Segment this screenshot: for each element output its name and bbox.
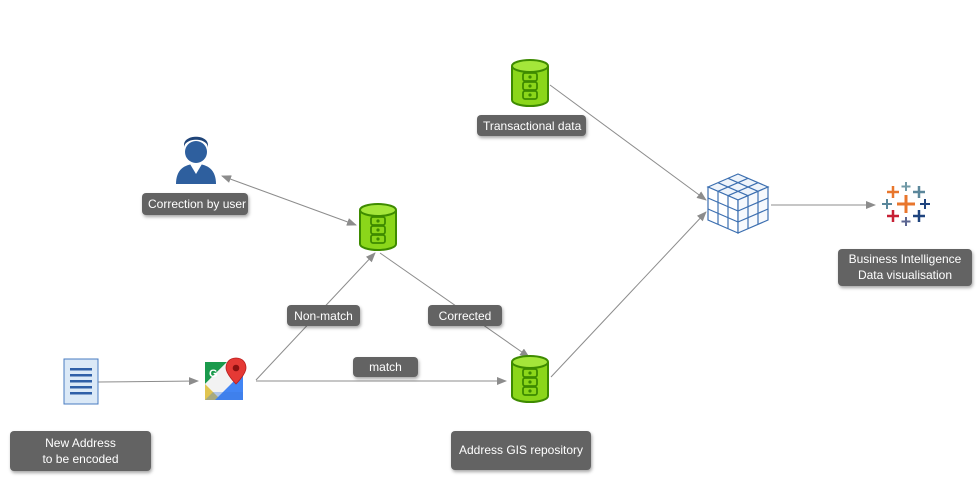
match-text: match (369, 360, 402, 374)
gis-repository-text: Address GIS repository (458, 443, 584, 457)
edge-address-to-maps (97, 377, 199, 386)
new-address-label: New Address to be encoded (10, 431, 151, 471)
non-match-text: Non-match (294, 309, 353, 323)
edge-user-staging (221, 175, 357, 226)
corrected-text: Corrected (438, 309, 492, 323)
business-intelligence-label: Business Intelligence Data visualisation (838, 249, 972, 286)
olap-cube-icon (706, 173, 770, 234)
business-intelligence-line-1: Business Intelligence (848, 252, 962, 266)
correction-by-user-label: Correction by user (142, 193, 248, 215)
user-icon (176, 136, 216, 184)
transactional-data-label: Transactional data (477, 115, 586, 136)
transactional-database-icon (511, 59, 549, 107)
document-icon (63, 358, 99, 405)
transactional-data-text: Transactional data (483, 119, 582, 133)
google-maps-icon: G (205, 357, 247, 400)
edges (97, 84, 876, 386)
staging-database-icon (359, 203, 397, 251)
business-intelligence-line-2: Data visualisation (857, 268, 953, 282)
correction-by-user-text: Correction by user (148, 197, 247, 211)
gis-repository-label: Address GIS repository (451, 431, 591, 470)
tableau-icon (882, 182, 930, 226)
new-address-label-line-1: New Address (45, 436, 116, 450)
new-address-label-line-2: to be encoded (42, 452, 119, 466)
svg-text:G: G (209, 368, 218, 380)
non-match-edge-label: Non-match (287, 305, 360, 326)
edge-transactional-to-cube (549, 84, 707, 201)
corrected-edge-label: Corrected (428, 305, 502, 326)
edge-gis-to-cube (550, 211, 707, 378)
gis-database-icon (511, 355, 549, 403)
match-edge-label: match (353, 357, 418, 377)
